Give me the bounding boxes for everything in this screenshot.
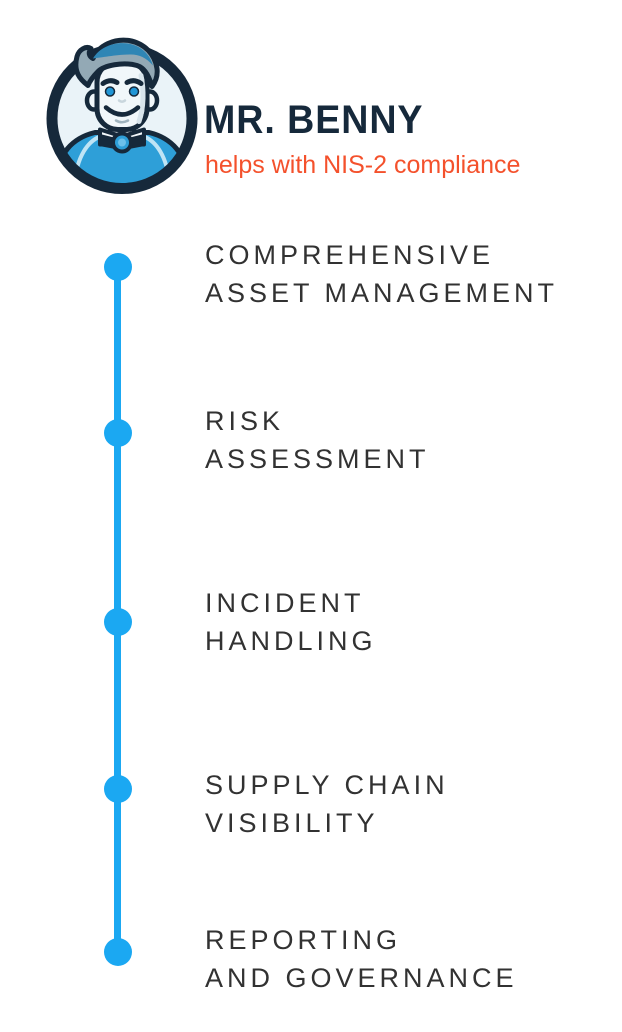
timeline-item-label-line: ASSET MANAGEMENT bbox=[205, 278, 559, 308]
brand-tagline: helps with NIS-2 compliance bbox=[205, 151, 521, 179]
brand-title: MR. BENNY bbox=[204, 98, 424, 142]
timeline-item-label-line: REPORTING bbox=[205, 925, 402, 955]
timeline-dot bbox=[104, 938, 132, 966]
timeline-item-supply-chain-visibility: SUPPLY CHAIN VISIBILITY bbox=[205, 766, 605, 842]
timeline-item-label-line: AND GOVERNANCE bbox=[205, 963, 518, 993]
timeline-item-label-line: HANDLING bbox=[205, 626, 377, 656]
timeline-item-asset-management: COMPREHENSIVE ASSET MANAGEMENT bbox=[205, 236, 605, 312]
timeline-item-label-line: SUPPLY CHAIN bbox=[205, 770, 449, 800]
timeline-item-label-line: INCIDENT bbox=[205, 588, 365, 618]
timeline-dot bbox=[104, 253, 132, 281]
timeline-item-label-line: RISK bbox=[205, 406, 285, 436]
timeline-dot bbox=[104, 775, 132, 803]
timeline-item-label-line: COMPREHENSIVE bbox=[205, 240, 495, 270]
timeline-item-label-line: VISIBILITY bbox=[205, 808, 379, 838]
timeline-dot bbox=[104, 608, 132, 636]
timeline-item-risk-assessment: RISK ASSESSMENT bbox=[205, 402, 605, 478]
timeline-dot bbox=[104, 419, 132, 447]
timeline-item-reporting-governance: REPORTING AND GOVERNANCE bbox=[205, 921, 605, 997]
timeline-item-label-line: ASSESSMENT bbox=[205, 444, 430, 474]
mr-benny-mascot-icon bbox=[46, 37, 198, 194]
timeline-item-incident-handling: INCIDENT HANDLING bbox=[205, 584, 605, 660]
